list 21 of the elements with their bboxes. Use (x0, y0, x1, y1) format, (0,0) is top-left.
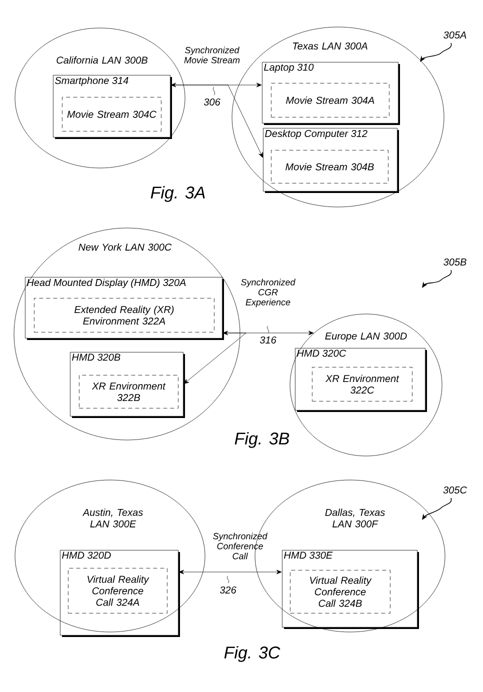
content-box: Movie Stream 304C (62, 97, 162, 132)
arrow (170, 84, 263, 158)
content-box: Extended Reality (XR) Environment 322A (34, 298, 214, 332)
edge-label: Synchronized CGR Experience (240, 278, 296, 308)
reference-number: 326 (220, 576, 236, 594)
edge-label: Synchronized Movie Stream (184, 46, 240, 64)
content-box: Movie Stream 304B (271, 150, 388, 184)
arrow (184, 332, 246, 384)
figure-caption: Fig. 3A (150, 186, 205, 202)
arrow (170, 82, 262, 88)
content-box: Movie Stream 304A (271, 83, 390, 118)
figure-caption: Fig. 3C (224, 646, 280, 662)
edge-label: Synchronized Conference Call (212, 532, 268, 560)
arrow (178, 570, 282, 574)
content-box: Virtual Reality Conference Call 324B (290, 570, 390, 614)
content-box: XR Environment 322C (312, 367, 412, 402)
content-box: Virtual Reality Conference Call 324A (68, 568, 168, 614)
content-box: XR Environment 322B (79, 375, 178, 408)
reference-number: 316 (260, 326, 276, 344)
reference-number: 306 (204, 86, 220, 106)
arrow (222, 330, 314, 336)
